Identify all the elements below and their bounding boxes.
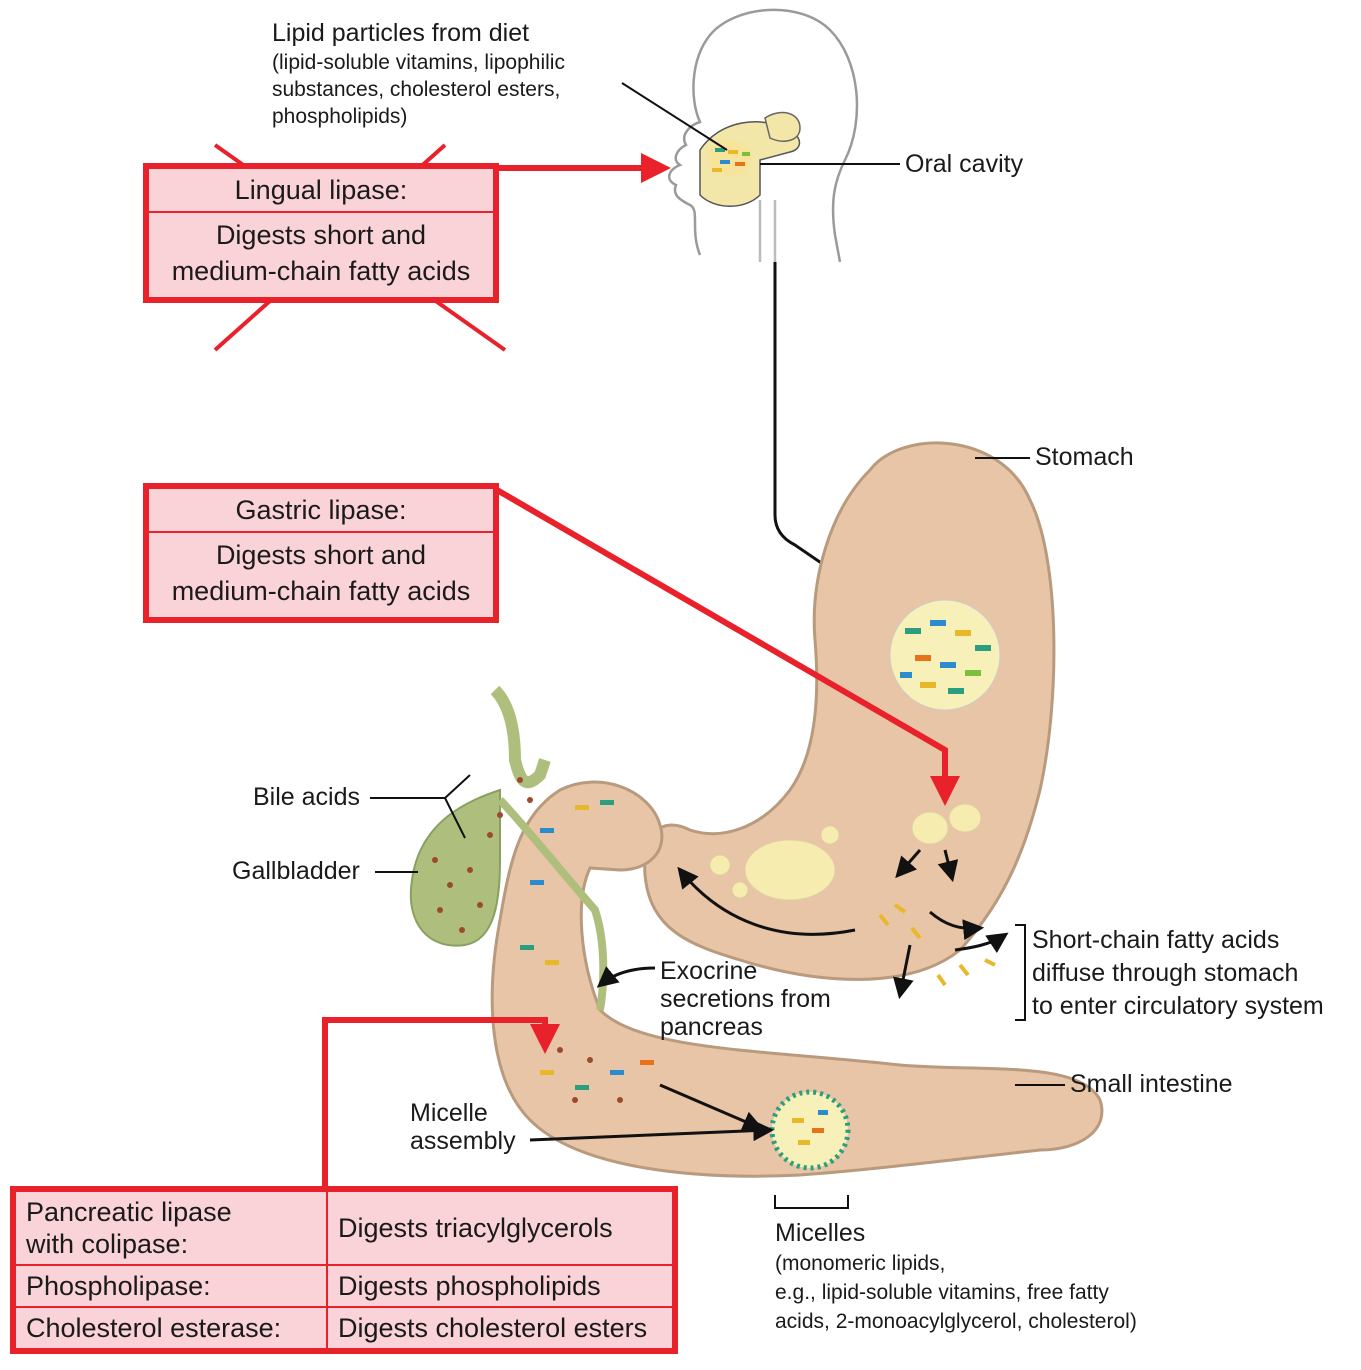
micelle-assembly-line-1: Micelle bbox=[410, 1098, 488, 1128]
enzyme-name-cell: Phospholipase: bbox=[13, 1265, 327, 1307]
gastric-body-line-2: medium-chain fatty acids bbox=[149, 573, 493, 609]
micelle-assembly-line-2: assembly bbox=[410, 1126, 516, 1156]
oral-cavity-drawing bbox=[700, 113, 800, 207]
lingual-body-line-2: medium-chain fatty acids bbox=[149, 253, 493, 289]
enzyme-name-line: Pancreatic lipase bbox=[26, 1196, 316, 1228]
enzyme-row: Phospholipase: Digests phospholipids bbox=[13, 1265, 675, 1307]
gallbladder-label: Gallbladder bbox=[232, 856, 360, 886]
pancreatic-enzyme-table: Pancreatic lipase with colipase: Digests… bbox=[10, 1186, 678, 1354]
enzyme-action-cell: Digests triacylglycerols bbox=[327, 1189, 675, 1265]
exocrine-line-2: secretions from bbox=[660, 984, 831, 1014]
lipid-sub-line-3: phospholipids) bbox=[272, 104, 407, 130]
micelle-drawing bbox=[772, 1092, 848, 1168]
oral-cavity-label: Oral cavity bbox=[905, 149, 1023, 179]
stomach-lipid-cluster bbox=[890, 600, 1000, 710]
bile-acids-label: Bile acids bbox=[253, 782, 360, 812]
enzyme-name-cell: Cholesterol esterase: bbox=[13, 1307, 327, 1351]
exocrine-line-3: pancreas bbox=[660, 1012, 763, 1042]
gastric-body-line-1: Digests short and bbox=[149, 537, 493, 573]
lipid-particles-title: Lipid particles from diet bbox=[272, 18, 529, 48]
micelles-sub-line-3: acids, 2-monoacylglycerol, cholesterol) bbox=[775, 1309, 1137, 1335]
micelles-sub-line-2: e.g., lipid-soluble vitamins, free fatty bbox=[775, 1280, 1109, 1306]
enzyme-action-cell: Digests cholesterol esters bbox=[327, 1307, 675, 1351]
gastric-lipase-title: Gastric lipase: bbox=[149, 489, 493, 533]
enzyme-row: Pancreatic lipase with colipase: Digests… bbox=[13, 1189, 675, 1265]
stomach bbox=[645, 443, 1054, 979]
short-chain-line-2: diffuse through stomach bbox=[1032, 958, 1298, 988]
lipid-sub-line-2: substances, cholesterol esters, bbox=[272, 77, 560, 103]
micelles-label: Micelles bbox=[775, 1218, 865, 1248]
short-chain-bracket bbox=[1015, 925, 1025, 1020]
lingual-lipase-title: Lingual lipase: bbox=[149, 169, 493, 213]
lipid-leader-line bbox=[622, 83, 727, 150]
enzyme-action-cell: Digests phospholipids bbox=[327, 1265, 675, 1307]
enzyme-name-cell: Pancreatic lipase with colipase: bbox=[13, 1189, 327, 1265]
micelles-sub-line-1: (monomeric lipids, bbox=[775, 1251, 945, 1277]
exocrine-line-1: Exocrine bbox=[660, 956, 757, 986]
stomach-label: Stomach bbox=[1035, 442, 1134, 472]
short-chain-line-3: to enter circulatory system bbox=[1032, 991, 1324, 1021]
gastric-lipase-box: Gastric lipase: Digests short and medium… bbox=[143, 483, 499, 623]
micelles-bracket bbox=[775, 1195, 848, 1208]
gastric-lipase-body: Digests short and medium-chain fatty aci… bbox=[149, 533, 493, 609]
enzyme-row: Cholesterol esterase: Digests cholestero… bbox=[13, 1307, 675, 1351]
lingual-lipase-body: Digests short and medium-chain fatty aci… bbox=[149, 213, 493, 289]
short-chain-line-1: Short-chain fatty acids bbox=[1032, 925, 1279, 955]
enzyme-name-line: with colipase: bbox=[26, 1228, 316, 1260]
lingual-lipase-box: Lingual lipase: Digests short and medium… bbox=[143, 163, 499, 303]
lipid-sub-line-1: (lipid-soluble vitamins, lipophilic bbox=[272, 50, 565, 76]
small-intestine-label: Small intestine bbox=[1070, 1069, 1233, 1099]
lingual-body-line-1: Digests short and bbox=[149, 217, 493, 253]
